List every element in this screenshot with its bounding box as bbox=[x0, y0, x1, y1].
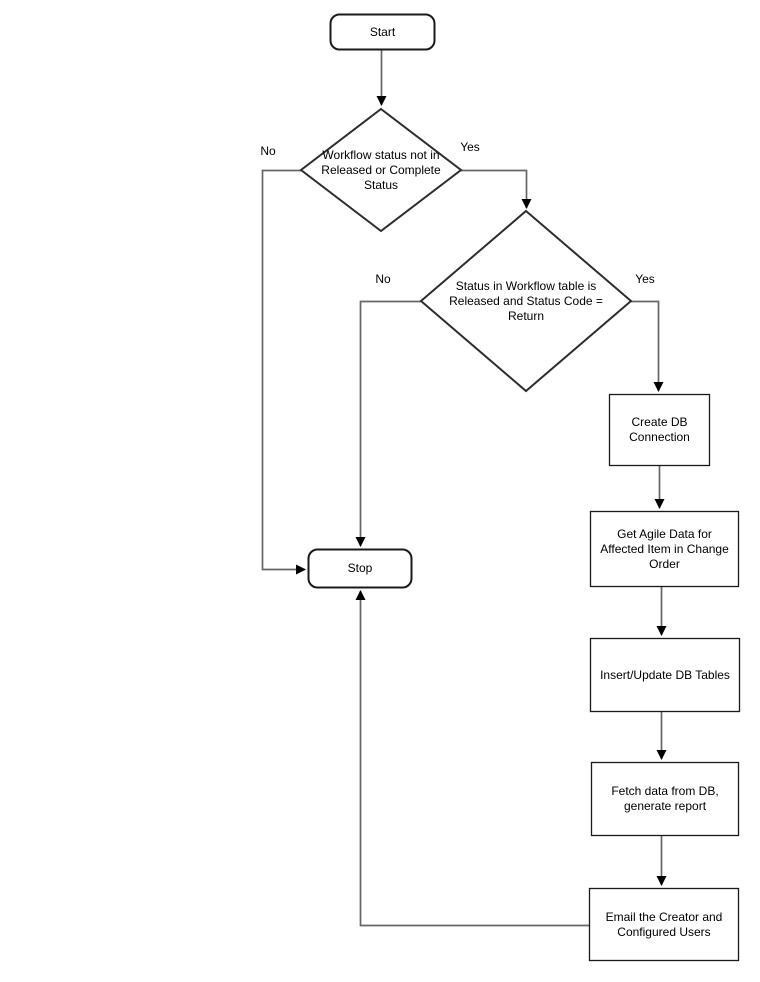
edge-decision1-no-to-stop bbox=[261, 169, 306, 575]
stop-node-shape bbox=[307, 548, 413, 589]
edge-decision1-yes-to-decision2 bbox=[461, 169, 532, 209]
email-users-shape bbox=[588, 887, 740, 962]
edge-decision2-yes-to-create-db bbox=[631, 300, 664, 392]
get-agile-data-shape bbox=[589, 510, 740, 588]
edge-email-to-stop bbox=[355, 590, 589, 927]
create-db-connection-shape bbox=[608, 393, 711, 467]
insert-update-db-shape bbox=[589, 637, 741, 713]
decision-workflow-status-shape bbox=[299, 107, 463, 233]
edge-decision2-no-to-stop bbox=[355, 300, 421, 547]
start-node-shape bbox=[329, 13, 436, 51]
fetch-data-report-shape bbox=[590, 761, 740, 837]
shape-layer bbox=[299, 13, 741, 962]
decision-status-code-shape bbox=[419, 209, 633, 393]
connector-layer bbox=[261, 50, 667, 927]
